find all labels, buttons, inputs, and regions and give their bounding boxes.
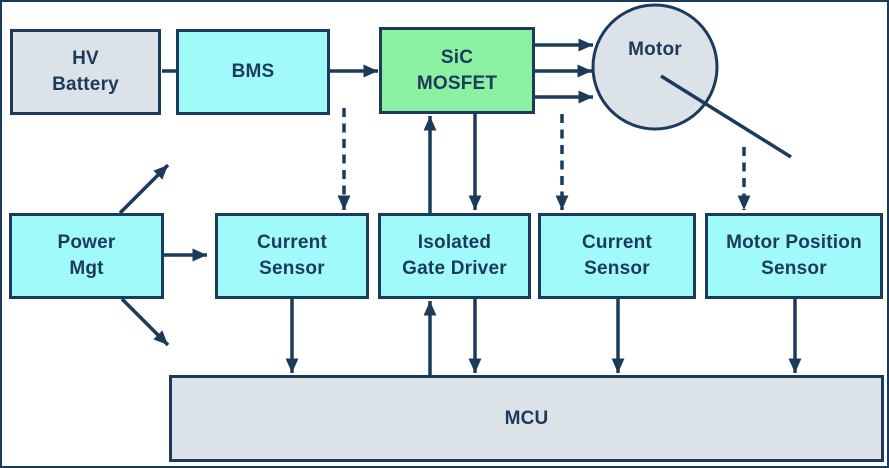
node-bms: BMS	[176, 29, 330, 115]
mcu-label: MCU	[504, 407, 549, 429]
sic-mosfet-label: SiC MOSFET	[416, 46, 498, 94]
node-power-mgt: Power Mgt	[9, 213, 164, 299]
motor-position-sensor-label: Motor Position Sensor	[726, 232, 862, 279]
node-current-sensor-1: Current Sensor	[215, 213, 369, 299]
hv-battery-label: HV Battery	[52, 48, 119, 95]
motor-circle	[591, 3, 719, 131]
isolated-gate-driver-label: Isolated Gate Driver	[402, 232, 507, 279]
node-current-sensor-2: Current Sensor	[538, 213, 696, 299]
current-sensor-2-label: Current Sensor	[581, 232, 652, 279]
node-sic-mosfet: SiC MOSFET	[379, 27, 535, 114]
current-sensor-1-label: Current Sensor	[256, 232, 327, 279]
edge-powermgt-up-right	[118, 163, 170, 215]
edge-powermgt-down-right	[120, 297, 170, 347]
power-mgt-label: Power Mgt	[57, 232, 116, 279]
node-hv-battery: HV Battery	[10, 29, 161, 115]
node-isolated-gate-driver: Isolated Gate Driver	[378, 213, 531, 299]
node-mcu: MCU	[169, 375, 884, 462]
bms-label: BMS	[231, 61, 275, 82]
node-motor-position-sensor: Motor Position Sensor	[705, 213, 883, 299]
motor-shaft-line	[660, 74, 792, 159]
